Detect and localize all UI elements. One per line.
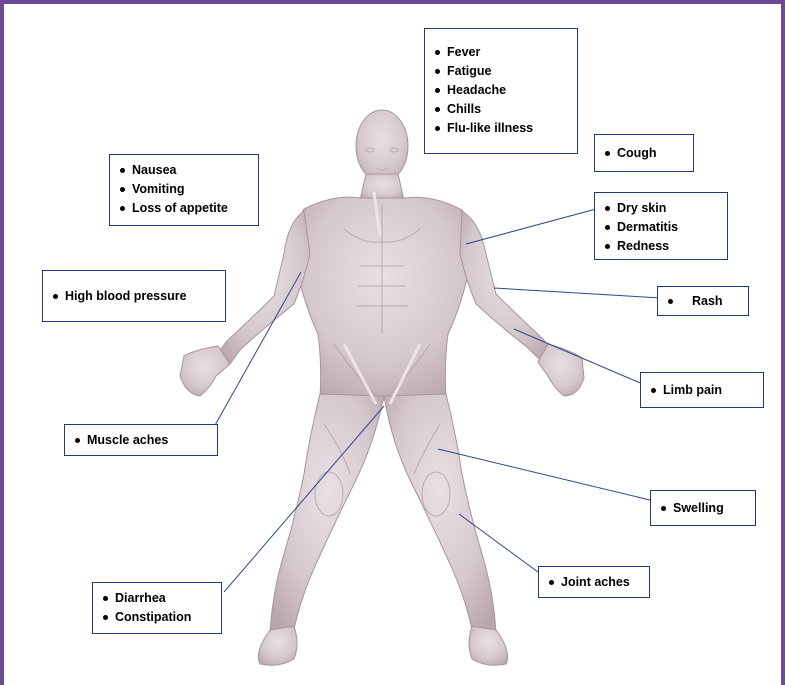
leader-swelling: [438, 449, 654, 501]
head: [356, 110, 408, 182]
callout-gastro-lower: Diarrhea Constipation: [92, 582, 222, 634]
callout-blood-pressure: High blood pressure: [42, 270, 226, 322]
symptom-high-blood-pressure: High blood pressure: [53, 287, 215, 306]
symptom-constipation: Constipation: [103, 608, 211, 627]
left-hand: [180, 346, 230, 396]
callout-skin: Dry skin Dermatitis Redness: [594, 192, 728, 260]
callout-rash: Rash: [657, 286, 749, 316]
leader-skin: [466, 209, 596, 244]
right-leg: [384, 394, 496, 634]
symptom-fatigue: Fatigue: [435, 62, 567, 81]
right-hand: [538, 344, 584, 396]
callout-cough: Cough: [594, 134, 694, 172]
callout-muscle-aches: Muscle aches: [64, 424, 218, 456]
symptom-chills: Chills: [435, 100, 567, 119]
symptom-joint-aches: Joint aches: [549, 573, 639, 592]
symptom-rash: Rash: [668, 292, 738, 311]
symptom-fever: Fever: [435, 43, 567, 62]
symptom-redness: Redness: [605, 237, 717, 256]
symptom-headache: Headache: [435, 81, 567, 100]
left-leg: [270, 394, 384, 634]
left-arm: [216, 211, 310, 364]
symptom-cough: Cough: [605, 144, 683, 163]
leader-rash: [494, 288, 661, 298]
symptom-loss-of-appetite: Loss of appetite: [120, 199, 248, 218]
symptom-flu-like-illness: Flu-like illness: [435, 119, 567, 138]
symptom-muscle-aches: Muscle aches: [75, 431, 207, 450]
right-foot: [469, 626, 508, 665]
symptom-dermatitis: Dermatitis: [605, 218, 717, 237]
symptom-vomiting: Vomiting: [120, 180, 248, 199]
callout-joint-aches: Joint aches: [538, 566, 650, 598]
symptom-diarrhea: Diarrhea: [103, 589, 211, 608]
symptom-dry-skin: Dry skin: [605, 199, 717, 218]
right-arm: [460, 211, 554, 362]
neck: [360, 174, 404, 200]
callout-limb-pain: Limb pain: [640, 372, 764, 408]
torso: [295, 197, 471, 396]
callout-gastro-upper: Nausea Vomiting Loss of appetite: [109, 154, 259, 226]
symptom-limb-pain: Limb pain: [651, 381, 753, 400]
symptom-swelling: Swelling: [661, 499, 745, 518]
callout-swelling: Swelling: [650, 490, 756, 526]
callout-flu-symptoms: Fever Fatigue Headache Chills Flu-like i…: [424, 28, 578, 154]
symptom-nausea: Nausea: [120, 161, 248, 180]
left-foot: [258, 626, 297, 665]
